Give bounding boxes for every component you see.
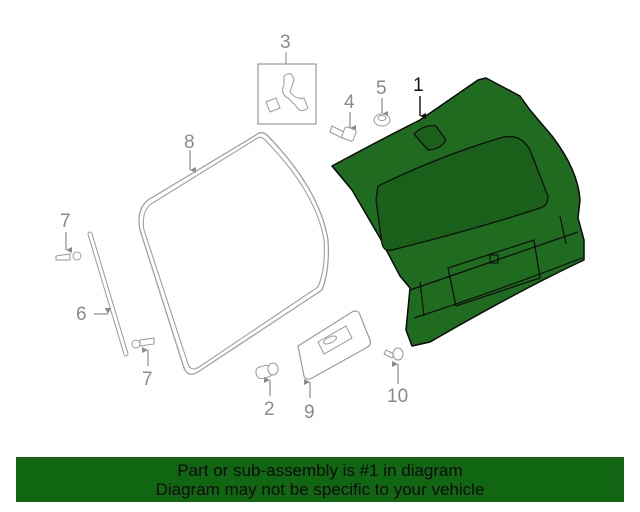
callout-1: 1 (413, 75, 424, 96)
weatherstrip-seal-part[interactable] (138, 132, 330, 375)
callout-2: 2 (264, 399, 275, 420)
callout-7-upper: 7 (60, 211, 71, 232)
nut-part[interactable] (373, 98, 391, 127)
ball-stud-upper-part[interactable] (55, 232, 82, 261)
callout-5: 5 (376, 78, 387, 99)
info-banner: Part or sub-assembly is #1 in diagram Di… (16, 457, 624, 502)
callout-8: 8 (184, 132, 195, 153)
lift-support-strut-part[interactable] (87, 231, 129, 357)
callout-10: 10 (387, 386, 409, 407)
ball-stud-lower-part[interactable] (131, 337, 155, 366)
screw-part[interactable] (383, 347, 404, 384)
bumper-stop-part[interactable] (255, 362, 279, 396)
callout-3: 3 (280, 32, 291, 53)
banner-line-2: Diagram may not be specific to your vehi… (155, 479, 485, 499)
bolt-part[interactable] (329, 112, 357, 142)
callout-9: 9 (304, 402, 315, 423)
callout-6: 6 (76, 304, 87, 325)
hinge-bracket-part[interactable] (257, 52, 317, 125)
liftgate-part-highlighted[interactable] (331, 77, 585, 347)
license-plate-bracket-part[interactable] (297, 310, 372, 398)
banner-line-1: Part or sub-assembly is #1 in diagram (177, 460, 463, 480)
callout-4: 4 (344, 92, 355, 113)
callout-7-lower: 7 (142, 369, 153, 390)
parts-diagram (55, 52, 585, 398)
